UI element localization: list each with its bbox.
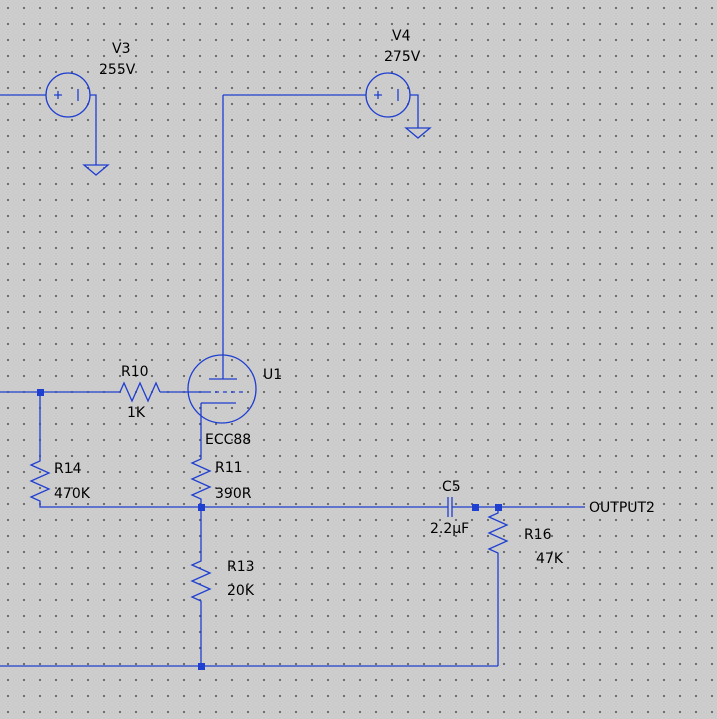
output-net-label[interactable]: OUTPUT2 <box>589 500 655 516</box>
resistor-icon <box>190 555 212 605</box>
resistor-icon <box>29 455 51 505</box>
r10-value: 1K <box>127 405 146 421</box>
r13-name: R13 <box>227 559 255 575</box>
r14-resistor[interactable]: R14 470K <box>29 455 91 505</box>
junction-c5-right <box>472 504 479 511</box>
wire-v3-ground[interactable] <box>90 94 97 165</box>
r11-resistor[interactable]: R11 390R <box>190 453 252 505</box>
resistor-icon <box>114 381 161 403</box>
v4-source[interactable]: V4 275V <box>365 28 421 118</box>
r13-resistor[interactable]: R13 20K <box>190 555 255 605</box>
r10-resistor[interactable]: R10 1K <box>114 364 161 421</box>
resistor-icon <box>190 453 212 505</box>
c5-value: 2.2µF <box>430 521 469 537</box>
r11-name: R11 <box>215 460 243 476</box>
c5-name: C5 <box>442 479 461 495</box>
resistor-icon <box>487 507 509 558</box>
junction-ground-rail <box>198 663 205 670</box>
r10-name: R10 <box>121 364 149 380</box>
c5-capacitor[interactable]: C5 2.2µF <box>430 479 469 537</box>
capacitor-icon <box>442 497 458 517</box>
r11-value: 390R <box>215 486 252 502</box>
ground-icon <box>404 127 432 139</box>
wires <box>0 94 585 667</box>
r16-name: R16 <box>524 527 552 543</box>
triode-envelope-icon <box>187 354 257 424</box>
v3-polarity-icon <box>54 89 79 101</box>
r16-value: 47K <box>536 551 564 567</box>
junction-cathode <box>198 504 205 511</box>
v4-polarity-icon <box>374 89 399 101</box>
u1-name: U1 <box>263 367 282 383</box>
v4-symbol <box>365 72 411 118</box>
u1-triode[interactable]: U1 ECC88 <box>187 354 282 448</box>
wire-v4-ground[interactable] <box>410 94 419 128</box>
v4-value: 275V <box>384 49 421 65</box>
wire-r14-bottom[interactable] <box>39 505 442 508</box>
junction-input <box>37 389 44 396</box>
v3-name: V3 <box>112 41 130 57</box>
r14-name: R14 <box>54 461 82 477</box>
v4-name: V4 <box>392 28 411 44</box>
v3-symbol <box>45 72 91 118</box>
v3-value: 255V <box>99 62 136 78</box>
r16-resistor[interactable]: R16 47K <box>487 507 564 567</box>
r14-value: 470K <box>54 486 91 502</box>
ground-icon <box>82 164 110 176</box>
v3-source[interactable]: V3 255V <box>45 41 136 118</box>
r13-value: 20K <box>227 583 255 599</box>
u1-value: ECC88 <box>205 432 251 448</box>
